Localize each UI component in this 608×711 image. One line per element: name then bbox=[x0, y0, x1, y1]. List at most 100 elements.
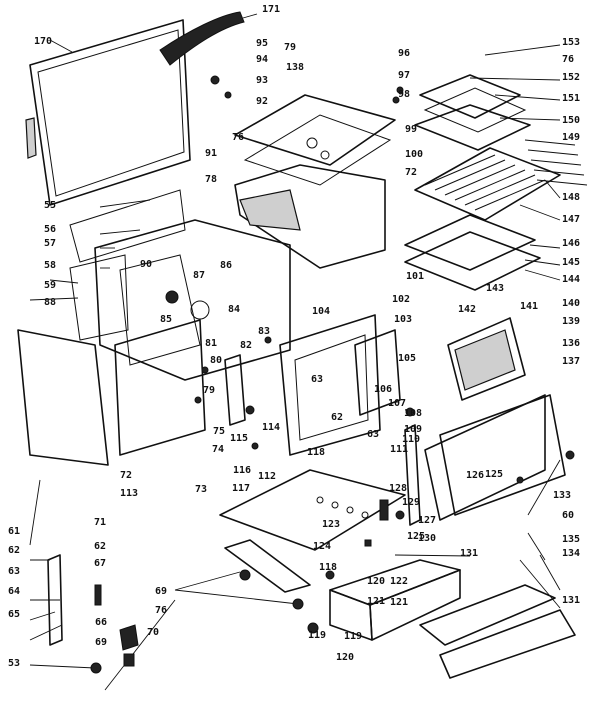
part-label: 143 bbox=[486, 283, 504, 294]
part-label: 70 bbox=[147, 627, 159, 638]
part-label: 151 bbox=[562, 93, 580, 104]
main-top bbox=[234, 94, 396, 186]
drawer-front bbox=[419, 584, 576, 679]
part-label: 75 bbox=[213, 426, 225, 437]
part-label: 135 bbox=[562, 534, 580, 545]
rack-guides bbox=[524, 139, 588, 186]
part-label: 69 bbox=[95, 637, 107, 648]
part-label: 116 bbox=[233, 465, 251, 476]
part-label: 134 bbox=[562, 548, 580, 559]
part-label: 72 bbox=[120, 470, 132, 481]
part-label: 131 bbox=[460, 548, 478, 559]
part-label: 59 bbox=[44, 280, 56, 291]
part-label: 136 bbox=[562, 338, 580, 349]
left-side-panel bbox=[17, 329, 109, 466]
part-label: 110 bbox=[402, 434, 420, 445]
part-label: 86 bbox=[220, 260, 232, 271]
part-label: 80 bbox=[210, 355, 222, 366]
part-label: 125 bbox=[407, 531, 425, 542]
part-label: 91 bbox=[205, 148, 217, 159]
part-label: 138 bbox=[286, 62, 304, 73]
part-label: 113 bbox=[120, 488, 138, 499]
part-label: 103 bbox=[394, 314, 412, 325]
kick-plate bbox=[224, 539, 311, 593]
broiler-pan bbox=[414, 74, 531, 151]
part-label: 67 bbox=[94, 558, 106, 569]
part-label: 118 bbox=[319, 562, 337, 573]
part-label: 150 bbox=[562, 115, 580, 126]
part-label: 71 bbox=[94, 517, 106, 528]
side-trim bbox=[47, 554, 139, 651]
part-label: 120 bbox=[367, 576, 385, 587]
burner-plate bbox=[219, 469, 406, 551]
insulation bbox=[69, 189, 186, 341]
part-label: 96 bbox=[398, 48, 410, 59]
leader-lines bbox=[29, 13, 561, 691]
part-label: 121 bbox=[390, 597, 408, 608]
part-label: 140 bbox=[562, 298, 580, 309]
part-label: 119 bbox=[308, 630, 326, 641]
part-label: 84 bbox=[228, 304, 240, 315]
part-label: 76 bbox=[155, 605, 167, 616]
part-label: 64 bbox=[8, 586, 20, 597]
part-label: 95 bbox=[256, 38, 268, 49]
oven-door-frame bbox=[279, 314, 381, 456]
part-label: 63 bbox=[8, 566, 20, 577]
part-label: 55 bbox=[44, 200, 56, 211]
part-label: 79 bbox=[203, 385, 215, 396]
part-label: 104 bbox=[312, 306, 330, 317]
part-label: 72 bbox=[405, 167, 417, 178]
part-label: 76 bbox=[562, 54, 574, 65]
door-window bbox=[447, 317, 526, 401]
part-label: 121 bbox=[367, 596, 385, 607]
part-label: 153 bbox=[562, 37, 580, 48]
door-panel bbox=[424, 394, 546, 521]
part-label: 142 bbox=[458, 304, 476, 315]
oven-liner bbox=[114, 319, 206, 456]
cooktop-lid bbox=[25, 19, 191, 206]
part-label: 119 bbox=[344, 631, 362, 642]
part-label: 102 bbox=[392, 294, 410, 305]
part-label: 99 bbox=[405, 124, 417, 135]
part-label: 73 bbox=[195, 484, 207, 495]
part-label: 146 bbox=[562, 238, 580, 249]
part-label: 74 bbox=[212, 444, 224, 455]
part-label: 112 bbox=[258, 471, 276, 482]
part-label: 63 bbox=[367, 429, 379, 440]
part-label: 125 bbox=[485, 469, 503, 480]
part-label: 90 bbox=[140, 259, 152, 270]
part-label: 88 bbox=[44, 297, 56, 308]
part-label: 122 bbox=[390, 576, 408, 587]
part-label: 145 bbox=[562, 257, 580, 268]
door-hinges bbox=[224, 354, 421, 526]
part-label: 171 bbox=[262, 4, 280, 15]
back-panel bbox=[94, 219, 291, 381]
part-label: 78 bbox=[205, 174, 217, 185]
part-label: 105 bbox=[398, 353, 416, 364]
part-label: 139 bbox=[562, 316, 580, 327]
part-label: 129 bbox=[402, 497, 420, 508]
part-label: 60 bbox=[562, 510, 574, 521]
part-label: 170 bbox=[34, 36, 52, 47]
part-label: 93 bbox=[256, 75, 268, 86]
part-label: 100 bbox=[405, 149, 423, 160]
oven-rack bbox=[414, 147, 561, 221]
part-label: 62 bbox=[94, 541, 106, 552]
part-label: 108 bbox=[404, 408, 422, 419]
part-label: 82 bbox=[240, 340, 252, 351]
part-label: 127 bbox=[418, 515, 436, 526]
part-label: 114 bbox=[262, 422, 280, 433]
part-label: 118 bbox=[307, 447, 325, 458]
part-label: 130 bbox=[418, 533, 436, 544]
part-label: 107 bbox=[388, 398, 406, 409]
part-label: 137 bbox=[562, 356, 580, 367]
part-label: 147 bbox=[562, 214, 580, 225]
part-label: 120 bbox=[336, 652, 354, 663]
part-label: 92 bbox=[256, 96, 268, 107]
part-label: 66 bbox=[95, 617, 107, 628]
part-label: 57 bbox=[44, 238, 56, 249]
part-label: 87 bbox=[193, 270, 205, 281]
part-label: 98 bbox=[398, 89, 410, 100]
